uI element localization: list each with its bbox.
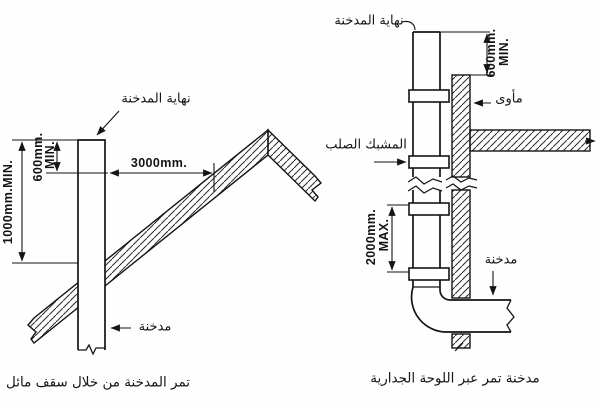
left-dim-600-min-label: MIN. <box>42 141 57 169</box>
right-dim-2000-max-label: MAX. <box>376 218 391 252</box>
left-terminal-label: نهاية المدخنة <box>121 91 191 107</box>
clamp-1 <box>408 89 450 103</box>
wall-lower <box>451 333 471 349</box>
pipe-break-lower <box>407 185 443 194</box>
pipe-break-upper <box>407 176 443 185</box>
wall-break-upper <box>445 175 478 183</box>
right-caption: مدخنة تمر عبر اللوحة الجدارية <box>370 370 540 387</box>
clamp-2 <box>408 155 450 169</box>
left-dimensions <box>12 110 215 332</box>
right-dimensions <box>374 20 596 296</box>
terminal-leader-arrow <box>96 110 120 136</box>
right-terminal-label: نهاية المدخنة <box>334 13 404 29</box>
roof-descending-band <box>267 128 323 203</box>
horizontal-pipe-break <box>506 299 515 333</box>
terminal-leader <box>401 20 416 31</box>
shelter-roof-slab <box>469 129 591 152</box>
pipe-bottom-break <box>78 343 105 356</box>
right-wall <box>451 74 591 349</box>
left-dim-3000-label: 3000mm. <box>130 155 188 170</box>
right-clamp-label: المشبك الصلب <box>325 137 407 153</box>
right-shelter-label: مأوى <box>495 91 523 107</box>
right-chimney-label: مدخنة <box>484 252 518 268</box>
wall-break-lower <box>445 183 478 191</box>
wall-middle <box>451 189 471 299</box>
left-caption: تمر المدخنة من خلال سقف مائل <box>5 374 191 391</box>
wall-upper <box>451 74 471 178</box>
clamp-3 <box>408 202 450 216</box>
left-chimney-label: مدخنة <box>138 319 172 335</box>
right-dim-2000-label: 2000mm. <box>363 208 378 266</box>
left-dim-1000-label: 1000mm.MIN. <box>0 159 15 245</box>
elbow-outer-curve <box>410 286 511 333</box>
break-symbols <box>407 175 478 352</box>
pipe-clamps <box>408 89 450 281</box>
clamp-4 <box>408 267 450 281</box>
left-chimney-pipe <box>77 139 106 356</box>
right-dim-600-label: 600mm. <box>483 28 498 78</box>
wall-bottom-break <box>454 342 464 352</box>
right-dim-600-min-label: MIN. <box>496 38 511 66</box>
